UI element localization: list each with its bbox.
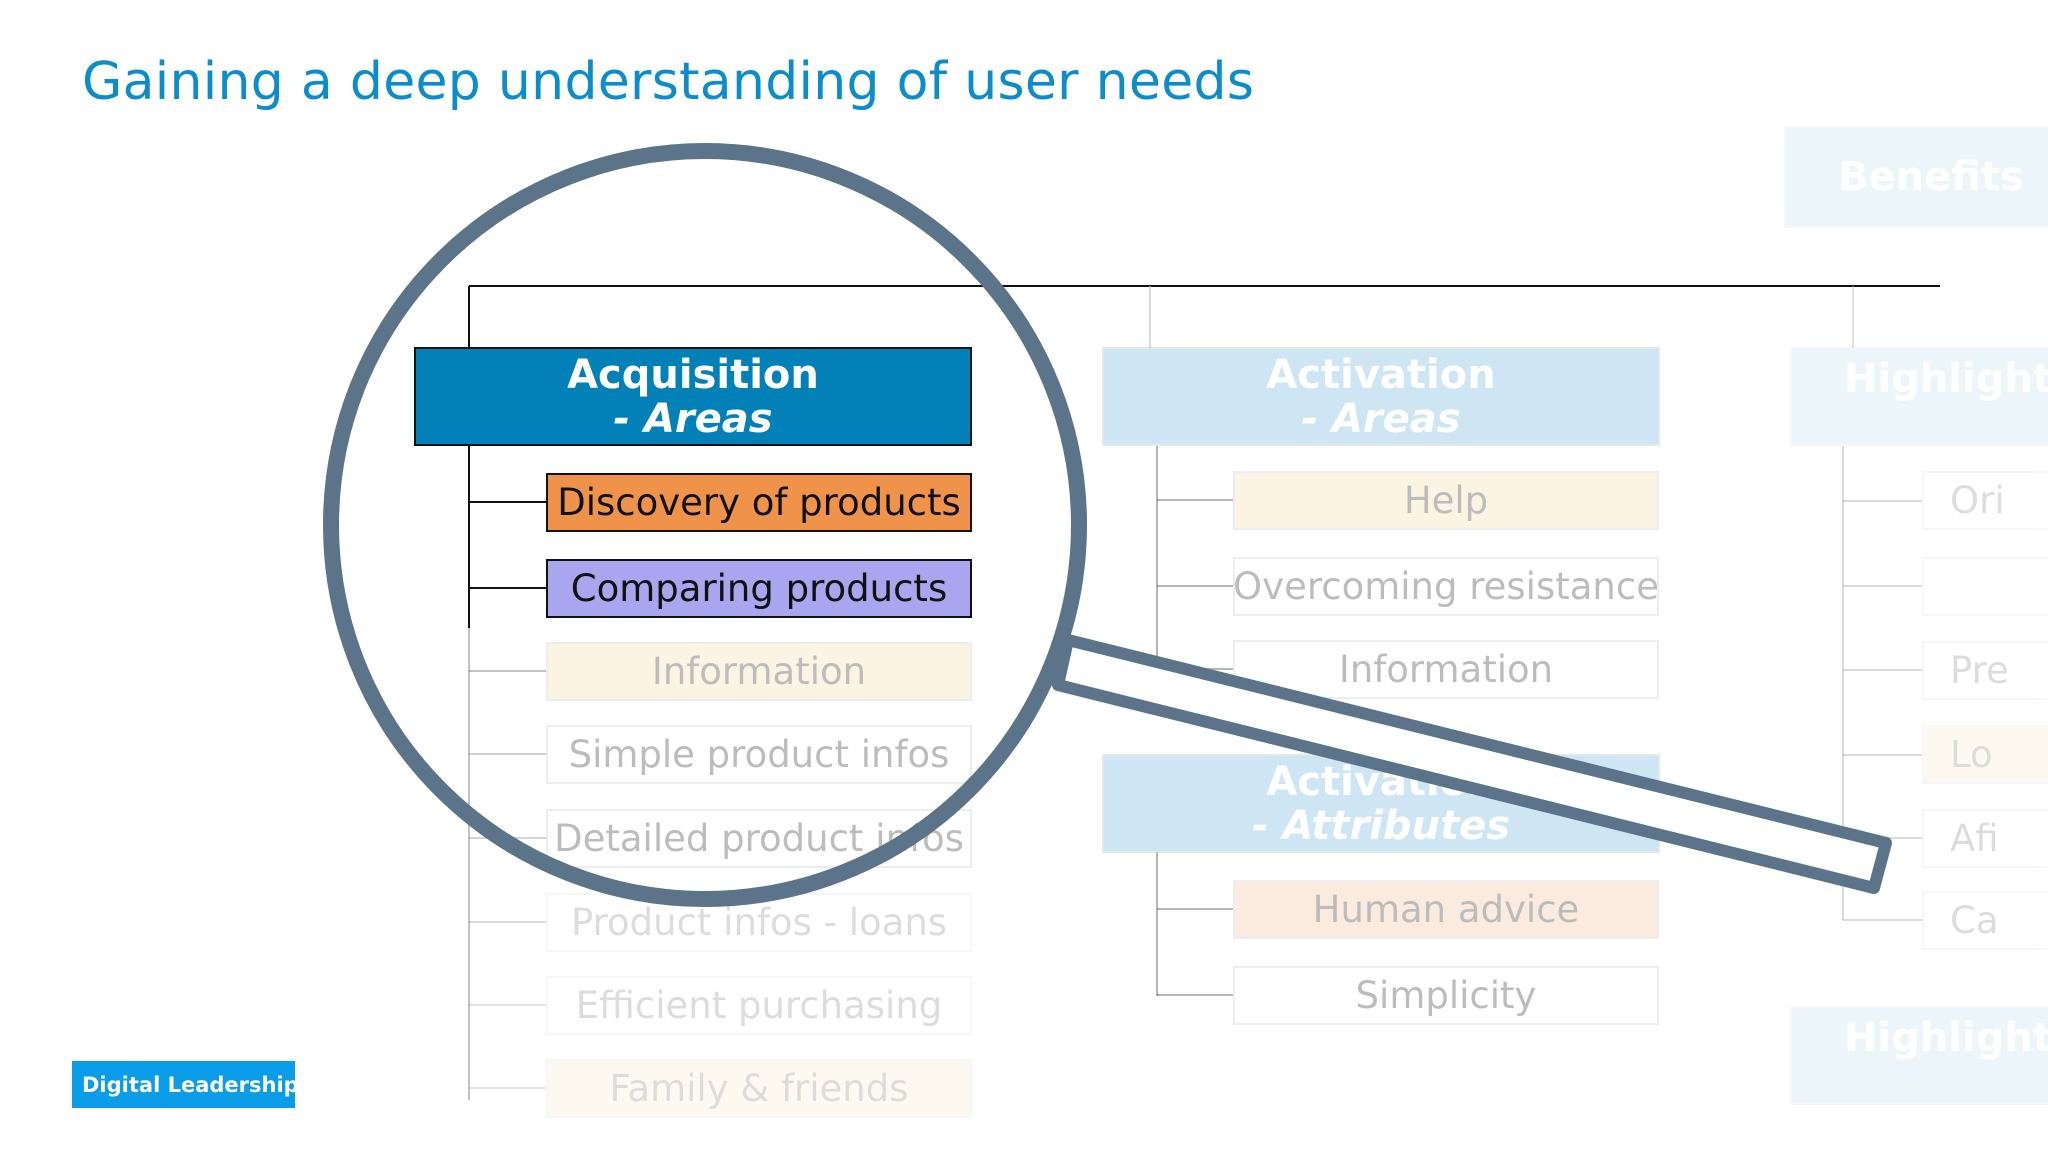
right-node: Ca (1922, 891, 2048, 950)
node-label: Comparing products (570, 567, 948, 610)
node-label: Information (651, 650, 867, 693)
highlights-heading-2: Highlights (1844, 1015, 2048, 1061)
node-label: Simplicity (1355, 974, 1537, 1017)
node-label: Family & friends (609, 1067, 909, 1110)
node-label: Pre (1950, 649, 2009, 692)
node-help: Help (1233, 471, 1659, 530)
magnifier-lens (323, 143, 1087, 907)
node-label: Human advice (1312, 888, 1580, 931)
benefits-heading: Benefits (1838, 154, 2024, 200)
node-simple-product-infos: Simple product infos (546, 725, 972, 784)
benefits-header: Benefits (1784, 126, 2048, 228)
right-node (1922, 557, 2048, 616)
node-label: Afi (1950, 817, 1999, 860)
digital-leadership-badge: Digital Leadership (72, 1061, 299, 1108)
acquisition-heading: Acquisition (567, 351, 819, 398)
highlights-header-2: Highlights (1790, 1006, 2048, 1105)
acquisition-subheading: - Areas (613, 395, 773, 442)
right-node: Lo (1922, 725, 2048, 784)
highlights-header: Highlights (1790, 347, 2048, 446)
activation-heading: Activation (1266, 351, 1496, 398)
node-information: Information (546, 642, 972, 701)
right-node: Ori (1922, 471, 2048, 530)
node-discovery-of-products: Discovery of products (546, 473, 972, 532)
node-efficient-purchasing: Efficient purchasing (546, 976, 972, 1035)
node-comparing-products: Comparing products (546, 559, 972, 618)
activation-areas-header: Activation - Areas (1102, 347, 1660, 446)
node-label: Simple product infos (568, 733, 950, 776)
activation-subheading: - Areas (1301, 395, 1461, 442)
node-label: Efficient purchasing (575, 984, 943, 1027)
magnifier-handle (1052, 634, 1892, 894)
node-label: Product infos - loans (570, 901, 948, 944)
node-label: Lo (1950, 733, 1993, 776)
node-simplicity: Simplicity (1233, 966, 1659, 1025)
node-information-activation: Information (1233, 640, 1659, 699)
node-human-advice: Human advice (1233, 880, 1659, 939)
slide-title: Gaining a deep understanding of user nee… (82, 52, 1255, 112)
node-label: Overcoming resistance (1233, 565, 1659, 608)
node-label: Ori (1950, 479, 2005, 522)
node-label: Help (1403, 479, 1489, 522)
node-family-and-friends: Family & friends (546, 1059, 972, 1118)
right-node: Pre (1922, 641, 2048, 700)
node-label: Discovery of products (557, 481, 961, 524)
highlights-heading: Highlights (1844, 356, 2048, 402)
right-node: Afi (1922, 809, 2048, 868)
node-overcoming-resistance: Overcoming resistance (1233, 557, 1659, 616)
acquisition-header: Acquisition - Areas (414, 347, 972, 446)
attributes-subheading: - Attributes (1251, 802, 1511, 849)
node-label: Information (1338, 648, 1554, 691)
node-label: Ca (1950, 899, 1999, 942)
